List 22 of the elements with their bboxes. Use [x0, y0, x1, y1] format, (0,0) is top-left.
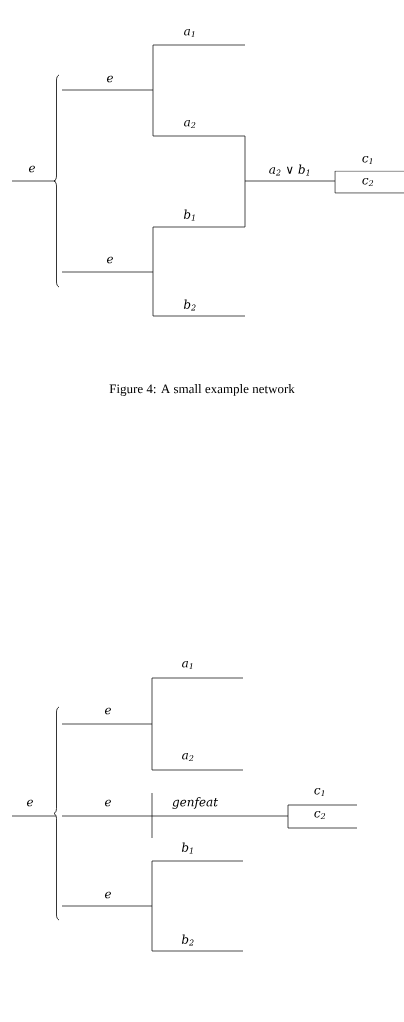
line-label: b$_{1}$ [183, 209, 195, 221]
line-label: e [26, 799, 33, 807]
line-label: e [106, 256, 113, 264]
line-label: a$_{2}$ [182, 752, 194, 762]
figure-caption: Figure 4: A small example network [109, 384, 295, 396]
line-label: a$_{2}$ [184, 119, 196, 129]
line-label: e [104, 799, 111, 807]
line-label: c$_{1}$ [362, 155, 373, 165]
line-label: c$_{2}$ [362, 177, 374, 187]
line-label: e [106, 75, 113, 83]
line-label: b$_{2}$ [181, 934, 194, 946]
line-label: c$_{2}$ [314, 810, 326, 820]
line-label: e [28, 165, 35, 173]
line-label: e [104, 707, 111, 715]
line-label: genfeat [172, 797, 219, 809]
line-label: a$_{1}$ [182, 660, 193, 670]
line-label: c$_{1}$ [314, 787, 325, 797]
line-label: a$_{2}$ ∨ b$_{1}$ [269, 164, 310, 176]
line-label: b$_{1}$ [181, 842, 193, 854]
line-label: e [104, 891, 111, 899]
line-label: b$_{2}$ [183, 299, 196, 311]
line-label: a$_{1}$ [184, 28, 195, 38]
